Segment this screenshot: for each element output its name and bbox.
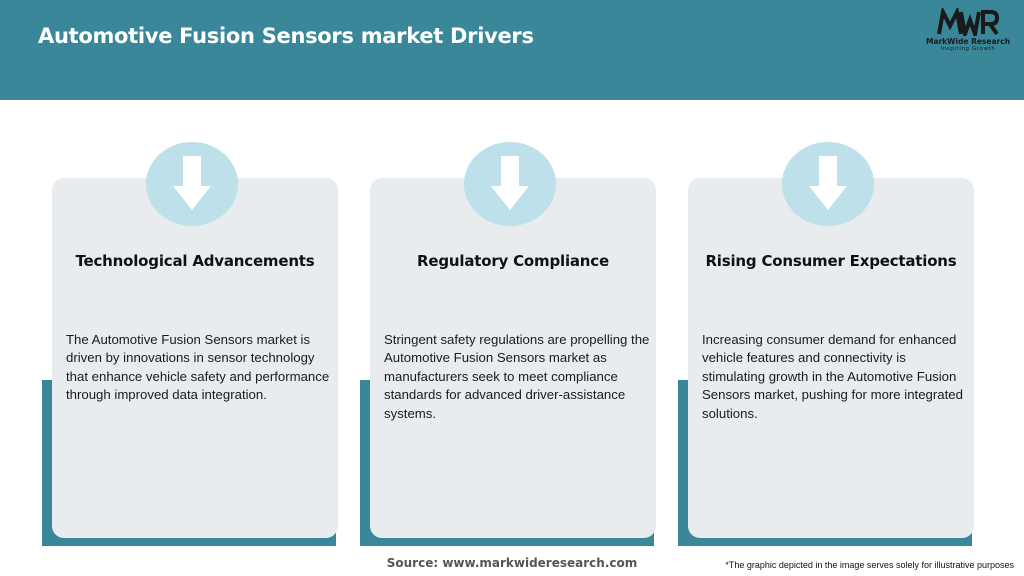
down-arrow-icon: [173, 156, 211, 210]
card-title: Regulatory Compliance: [417, 252, 609, 270]
card-title: Technological Advancements: [75, 252, 315, 270]
logo-name: MarkWide Research: [925, 37, 1011, 46]
driver-card-3: Rising Consumer Expectations Increasing …: [678, 138, 978, 548]
down-arrow-icon: [491, 156, 529, 210]
page-title: Automotive Fusion Sensors market Drivers: [38, 24, 534, 48]
card-panel: [52, 178, 338, 538]
driver-card-2: Regulatory Compliance Stringent safety r…: [360, 138, 660, 548]
card-title: Rising Consumer Expectations: [705, 252, 957, 270]
card-panel: [688, 178, 974, 538]
icon-circle: [782, 142, 874, 226]
card-description: Increasing consumer demand for enhanced …: [702, 332, 963, 421]
down-arrow-icon: [809, 156, 847, 210]
disclaimer-note: *The graphic depicted in the image serve…: [725, 560, 1014, 570]
source-credit: Source: www.markwideresearch.com: [386, 556, 638, 570]
driver-card-1: Technological Advancements The Automotiv…: [42, 138, 342, 548]
logo-tagline: Inspiring Growth: [940, 46, 996, 52]
icon-circle: [464, 142, 556, 226]
icon-circle: [146, 142, 238, 226]
logo-mark-icon: [937, 8, 999, 36]
card-panel: [370, 178, 656, 538]
card-description: The Automotive Fusion Sensors market is …: [66, 332, 330, 403]
card-description: Stringent safety regulations are propell…: [384, 332, 650, 421]
header-banner: Automotive Fusion Sensors market Drivers…: [0, 0, 1024, 100]
logo: MarkWide Research Inspiring Growth: [922, 8, 1014, 58]
